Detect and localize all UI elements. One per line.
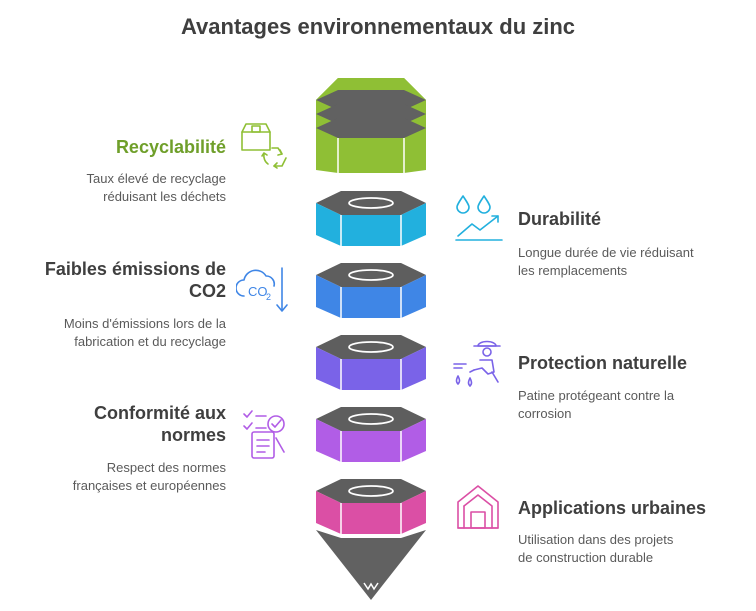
recycle-box-icon xyxy=(241,123,287,169)
checklist-icon xyxy=(243,410,285,459)
durability-desc: Longue durée de vie réduisant les rempla… xyxy=(518,245,694,278)
emissions-desc: Moins d'émissions lors de la fabrication… xyxy=(63,316,226,349)
protection-heading: Protection naturelle xyxy=(518,353,688,373)
stack-block-blue xyxy=(316,263,426,318)
house-icon xyxy=(457,485,499,529)
recyclability-desc: Taux élevé de recyclage réduisant les dé… xyxy=(86,171,226,204)
compliance-heading: Conformité aux normes xyxy=(93,403,226,445)
svg-text:2: 2 xyxy=(266,292,271,302)
svg-text:CO: CO xyxy=(248,284,268,299)
stack-block-cyan xyxy=(316,191,426,246)
recyclability-heading: Recyclabilité xyxy=(115,137,226,157)
stack-block-violet xyxy=(316,407,426,462)
stack-block-purple xyxy=(316,335,426,390)
stack-block-magenta xyxy=(316,479,426,534)
water-drops-trend-icon xyxy=(455,195,503,241)
diagram-title: Avantages environnementaux du zinc xyxy=(180,14,576,39)
protection-desc: Patine protégeant contre la corrosion xyxy=(518,388,675,421)
stack-cone xyxy=(316,530,426,600)
urban-desc: Utilisation dans des projets de construc… xyxy=(518,532,674,565)
compliance-desc: Respect des normes françaises et europée… xyxy=(72,460,226,493)
co2-cloud-icon: CO 2 xyxy=(236,267,288,312)
stack-block-green xyxy=(316,78,426,173)
gardener-icon xyxy=(453,340,501,387)
durability-heading: Durabilité xyxy=(518,209,602,229)
urban-heading: Applications urbaines xyxy=(518,498,707,518)
emissions-heading: Faibles émissions de CO2 xyxy=(44,259,226,301)
